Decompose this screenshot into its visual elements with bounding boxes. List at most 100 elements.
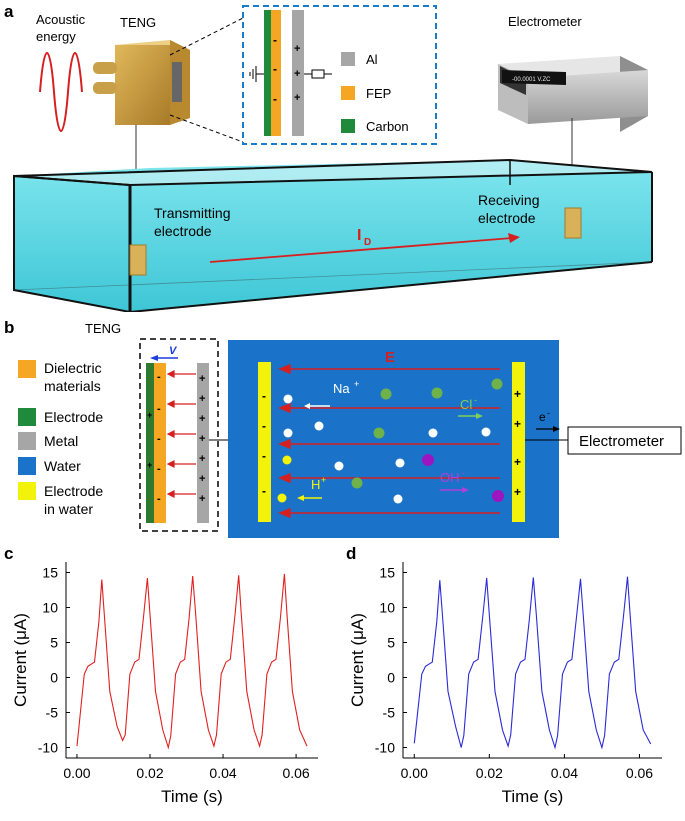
svg-text:+: + [199,433,205,445]
svg-text:+: + [147,410,152,420]
right-water-electrode [512,362,525,522]
legend-dielectric-label-2: materials [44,378,101,394]
svg-text:+: + [294,43,300,55]
legend-water-electrode-label-1: Electrode [44,483,103,499]
svg-text:-: - [273,92,277,106]
transmitting-label-2: electrode [154,223,212,239]
fep-layer [271,10,281,136]
svg-text:-: - [273,62,277,76]
chart-d-ytick-label: -10 [375,740,395,756]
svg-text:-: - [157,403,161,415]
legend-dielectric-swatch [18,360,36,378]
cl-label: Cl [460,397,472,412]
legend-fep-swatch [341,86,355,100]
legend-al-swatch [341,52,355,66]
chart-d-ytick-label: 10 [379,600,395,616]
chart-d-ylabel: Current (μA) [348,613,367,707]
chart-d-ytick-label: -5 [383,705,396,721]
zoom-inset-frame [242,5,437,145]
legend-water-electrode-label-2: in water [44,501,93,517]
svg-text:+: + [514,417,521,431]
current-label: I [357,227,361,244]
legend-metal-label: Metal [44,433,78,449]
al-layer [292,10,304,136]
chart-d-xtick-label: 0.02 [476,765,503,781]
svg-text:+: + [199,393,205,405]
transmitting-electrode [129,244,147,276]
svg-text:-: - [157,493,161,505]
na-label: Na [333,381,350,396]
teng-label-a: TENG [120,15,156,30]
acoustic-label-1: Acoustic [36,12,86,27]
current-arrow [209,237,513,263]
panel-a-figure: Acoustic energy TENG - - - + + + Al FEP … [13,5,653,312]
legend-electrode-swatch [18,408,36,426]
field-label: E [385,349,395,366]
electrometer-device [498,56,648,132]
svg-text:+: + [514,455,521,469]
panel-letter-c: c [4,544,14,563]
panel-b-figure: TENG Dielectric materials Electrode Meta… [18,321,682,538]
chart-d-xtick-label: 0.04 [551,765,578,781]
meter-display-text: -00.0001 V.ZC [512,77,551,83]
legend-al-label: Al [366,52,378,67]
legend-metal-swatch [18,432,36,450]
carbon-layer [264,10,271,136]
teng-device [93,40,190,125]
chart-d-xlabel: Time (s) [502,787,564,806]
panel-letter-b: b [4,318,15,337]
h-label: H [311,477,320,492]
legend-carbon-label: Carbon [366,119,409,134]
chart-d-xtick-label: 0.06 [626,765,653,781]
chart-c-ytick-label: 10 [42,600,58,616]
svg-text:-: - [262,419,266,433]
svg-text:+: + [294,68,300,80]
svg-text:+: + [199,373,205,385]
chart-c-series-line [76,573,308,750]
transmitting-label-1: Transmitting [154,205,231,221]
resistor-symbol [304,69,332,79]
chart-c-xtick-label: 0.04 [209,765,236,781]
acoustic-label-2: energy [36,29,76,44]
svg-text:-: - [262,449,266,463]
teng-inset-frame [139,338,219,532]
teng-electrode [146,363,154,523]
chart-c-ytick-label: 15 [42,565,58,581]
svg-text:+: + [294,92,300,104]
acoustic-wave [39,52,83,132]
chart-d-xtick-label: 0.00 [401,765,428,781]
svg-text:+: + [514,387,521,401]
legend-water-label: Water [44,458,81,474]
svg-text:-: - [262,484,266,498]
chart-c-xtick-label: 0.06 [282,765,309,781]
electrometer-label-b: Electrometer [579,433,664,450]
panel-letter-a: a [4,2,14,21]
chart-c-ytick-label: -5 [46,705,59,721]
ground-symbol [249,66,264,82]
receiving-label-1: Receiving [478,192,539,208]
receiving-electrode [564,207,582,239]
chart-c-ylabel: Current (μA) [11,613,30,707]
teng-label-b: TENG [85,321,121,336]
svg-text:+: + [199,453,205,465]
chart-c-xtick-label: 0.00 [63,765,90,781]
legend-water-electrode-swatch [18,482,36,500]
chart-c-xtick-label: 0.02 [136,765,163,781]
legend-electrode-label: Electrode [44,409,103,425]
svg-text:-: - [157,433,161,445]
receiving-label-2: electrode [478,210,536,226]
chart-c-xlabel: Time (s) [161,787,223,806]
left-water-electrode [258,362,271,522]
oh-label: OH [440,470,460,485]
svg-text:+: + [514,485,521,499]
chart-c-ytick-label: 5 [50,635,58,651]
current-subscript: D [364,237,371,248]
legend-dielectric-label-1: Dielectric [44,360,102,376]
svg-text:-: - [157,371,161,383]
legend-water-swatch [18,457,36,475]
electrometer-label-a: Electrometer [508,14,582,29]
svg-text:-: - [157,463,161,475]
